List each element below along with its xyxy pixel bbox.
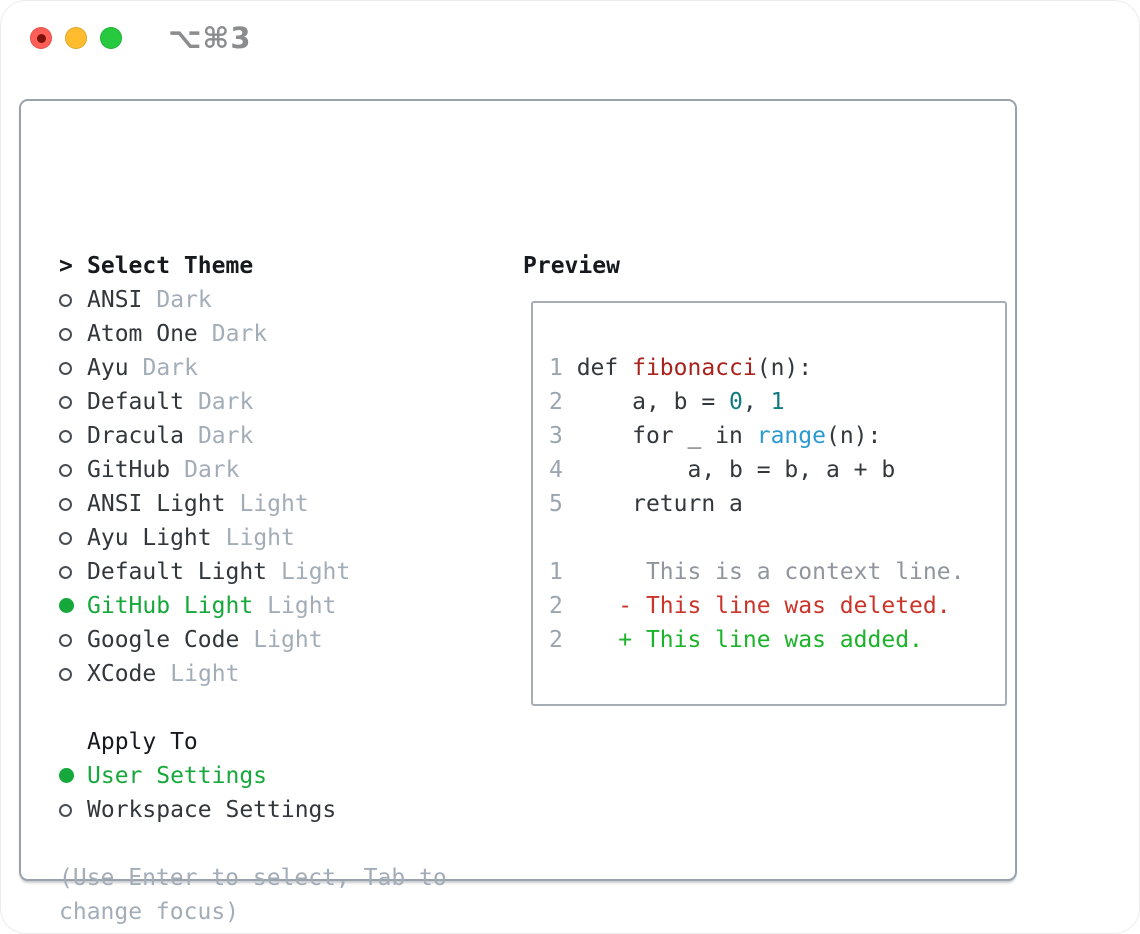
radio-unselected-icon	[59, 328, 72, 341]
theme-name: Dracula	[87, 423, 184, 449]
theme-variant-badge: Dark	[197, 423, 254, 449]
code-line	[549, 521, 1005, 555]
zoom-button[interactable]	[100, 27, 122, 49]
radio-selected-icon	[59, 768, 74, 783]
theme-variant-badge: Dark	[142, 355, 198, 381]
theme-name: Atom One	[87, 321, 198, 347]
theme-item-github[interactable]: GitHub Dark	[59, 453, 509, 487]
select-theme-header: > Select Theme	[59, 249, 509, 283]
preview-code-box: 1 def fibonacci(n): 2 a, b = 0, 1 3 for _ …	[531, 301, 1007, 706]
apply-to-label: Apply To	[87, 729, 198, 755]
apply-option-label: User Settings	[87, 763, 268, 789]
section-gap	[59, 691, 509, 725]
radio-unselected-icon	[59, 294, 72, 307]
theme-item-atom-one[interactable]: Atom One Dark	[59, 317, 509, 351]
code-line: 2 + This line was added.	[549, 627, 923, 653]
radio-unselected-icon	[59, 634, 72, 647]
theme-name: Google Code	[87, 627, 240, 653]
theme-name: ANSI Light	[87, 491, 226, 517]
theme-name: Default	[87, 389, 184, 415]
code-line: 1 def fibonacci(n):	[549, 355, 813, 381]
theme-variant-badge: Dark	[211, 321, 268, 347]
apply-option-label: Workspace Settings	[87, 797, 337, 823]
code-line: 1 This is a context line.	[549, 559, 965, 585]
theme-name: Default Light	[87, 559, 268, 585]
theme-item-default-light[interactable]: Default Light Light	[59, 555, 509, 589]
help-line: (Use Enter to select, Tab to	[59, 865, 447, 891]
theme-name: Ayu	[87, 355, 129, 381]
theme-item-default[interactable]: Default Dark	[59, 385, 509, 419]
radio-selected-icon	[59, 598, 74, 613]
title-bar: ⌥⌘3	[1, 1, 1139, 75]
radio-unselected-icon	[59, 668, 72, 681]
radio-unselected-icon	[59, 464, 72, 477]
code-line: 2 a, b = 0, 1	[549, 389, 785, 415]
theme-variant-badge: Dark	[156, 287, 212, 313]
theme-variant-badge: Dark	[197, 389, 254, 415]
theme-variant-badge: Light	[267, 593, 337, 619]
theme-item-ansi[interactable]: ANSI Dark	[59, 283, 509, 317]
apply-option-workspace-settings[interactable]: Workspace Settings	[59, 793, 509, 827]
window-title: ⌥⌘3	[168, 21, 252, 55]
theme-item-dracula[interactable]: Dracula Dark	[59, 419, 509, 453]
close-button[interactable]	[30, 27, 52, 49]
theme-item-ayu-light[interactable]: Ayu Light Light	[59, 521, 509, 555]
theme-name: ANSI	[87, 287, 143, 313]
theme-item-ansi-light[interactable]: ANSI Light Light	[59, 487, 509, 521]
theme-item-github-light[interactable]: GitHub Light Light	[59, 589, 509, 623]
theme-variant-badge: Light	[253, 627, 323, 653]
theme-name: Ayu Light	[87, 525, 212, 551]
radio-unselected-icon	[59, 804, 72, 817]
help-line: change focus)	[59, 899, 240, 925]
theme-variant-badge: Dark	[184, 457, 240, 483]
section-gap	[59, 827, 509, 861]
theme-name: GitHub Light	[87, 593, 254, 619]
apply-to-header: Apply To	[59, 725, 509, 759]
theme-name: GitHub	[87, 457, 171, 483]
radio-unselected-icon	[59, 532, 72, 545]
radio-unselected-icon	[59, 566, 72, 579]
theme-variant-badge: Light	[225, 525, 295, 551]
apply-option-user-settings[interactable]: User Settings	[59, 759, 509, 793]
theme-variant-badge: Light	[239, 491, 309, 517]
preview-label: Preview	[523, 253, 620, 279]
radio-unselected-icon	[59, 396, 72, 409]
radio-unselected-icon	[59, 362, 72, 375]
code-line: 5 return a	[549, 491, 743, 517]
theme-name: XCode	[87, 661, 157, 687]
theme-item-xcode[interactable]: XCode Light	[59, 657, 509, 691]
select-theme-label: Select Theme	[87, 253, 254, 279]
minimize-button[interactable]	[65, 27, 87, 49]
radio-unselected-icon	[59, 498, 72, 511]
code-line: 3 for _ in range(n):	[549, 423, 882, 449]
code-line: 2 - This line was deleted.	[549, 593, 951, 619]
code-line: 4 a, b = b, a + b	[549, 457, 896, 483]
theme-item-ayu[interactable]: Ayu Dark	[59, 351, 509, 385]
cursor-chevron-icon: >	[59, 253, 73, 279]
radio-unselected-icon	[59, 430, 72, 443]
theme-item-google-code[interactable]: Google Code Light	[59, 623, 509, 657]
help-text: (Use Enter to select, Tab to change focu…	[59, 861, 509, 929]
theme-variant-badge: Light	[170, 661, 240, 687]
theme-variant-badge: Light	[281, 559, 351, 585]
